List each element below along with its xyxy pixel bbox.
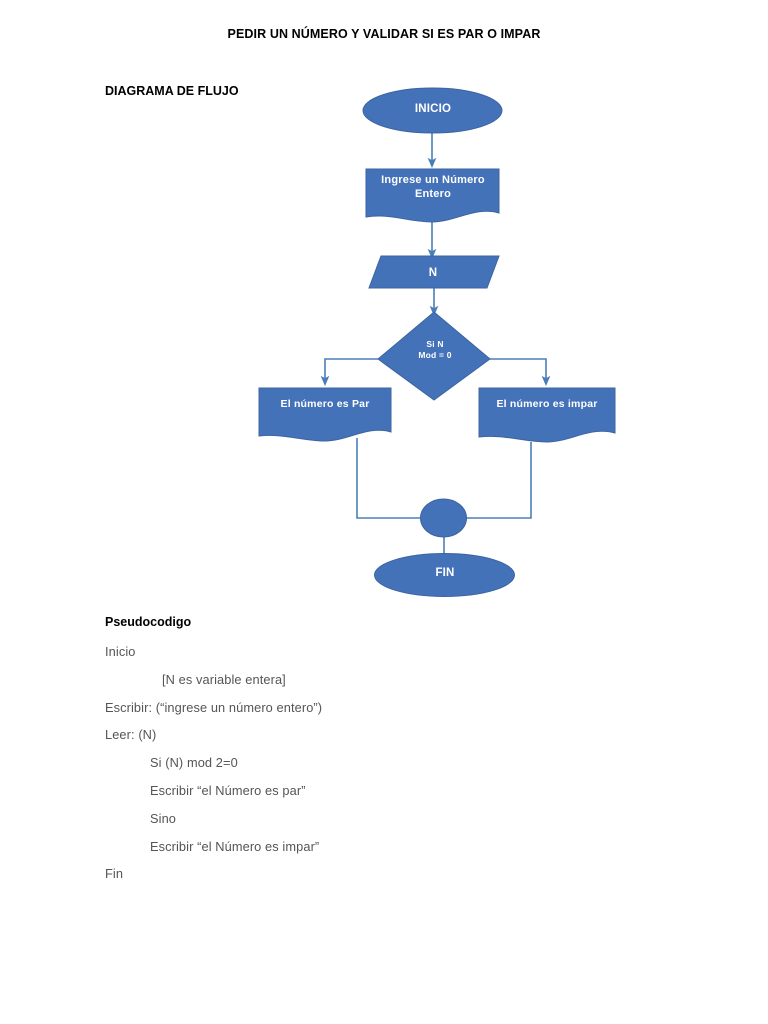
flow-node-inicio xyxy=(362,87,503,134)
flow-connectors xyxy=(320,133,551,556)
flow-node-decision xyxy=(377,311,491,401)
pseudocode-line: Inicio xyxy=(105,644,136,659)
flow-node-n xyxy=(368,255,500,289)
pseudocode-line: Sino xyxy=(150,810,177,826)
pseudocode-line: Escribir: (“ingrese un número entero”) xyxy=(105,699,323,715)
pseudocode-line: Escribir “el Número es par” xyxy=(150,783,306,798)
flow-node-impar xyxy=(478,387,616,443)
pseudocode-line: [N es variable entera] xyxy=(162,671,286,687)
pseudocode-line: Fin xyxy=(105,866,124,882)
flow-node-par xyxy=(258,387,392,442)
pseudocode-line: Si (N) mod 2=0 xyxy=(150,755,238,771)
flow-node-connector xyxy=(420,498,467,538)
flow-node-ingrese xyxy=(365,168,500,223)
edge-par-to-connector xyxy=(356,438,421,519)
flow-node-fin xyxy=(374,553,515,597)
edge-decision-to-par xyxy=(320,358,378,387)
edge-decision-to-impar xyxy=(490,358,551,387)
edge-impar-to-connector xyxy=(466,442,532,519)
page-title: PEDIR UN NÚMERO Y VALIDAR SI ES PAR O IM… xyxy=(227,27,541,41)
pseudocode-section-heading: Pseudocodigo xyxy=(105,615,192,629)
flowchart-diagram: INICIO Ingrese un Número Entero N Si N M… xyxy=(258,87,616,597)
flowchart-section-heading: DIAGRAMA DE FLUJO xyxy=(105,84,239,98)
pseudocode-line: Leer: (N) xyxy=(105,727,157,743)
pseudocode-line: Escribir “el Número es impar” xyxy=(150,838,320,854)
